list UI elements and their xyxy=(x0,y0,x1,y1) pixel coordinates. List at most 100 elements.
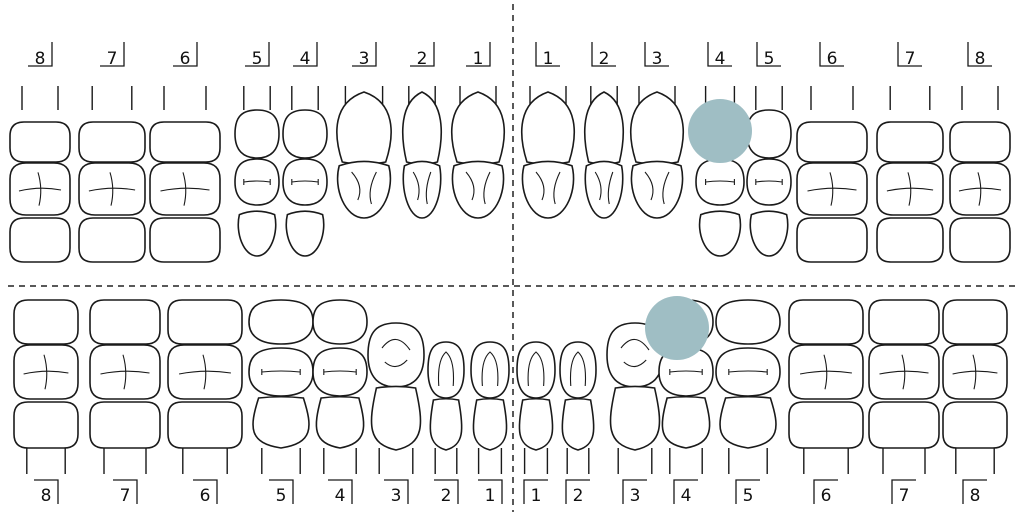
tooth-root xyxy=(669,448,703,474)
lower-tooth-right-7[interactable] xyxy=(89,299,161,474)
tooth-lingual-view xyxy=(698,210,742,257)
tooth-occlusal-view xyxy=(149,162,221,216)
tooth-incisal-view xyxy=(559,341,597,399)
label-bracket xyxy=(644,42,669,67)
tooth-buccal-view xyxy=(149,121,221,163)
tooth-number: 5 xyxy=(252,49,263,69)
tooth-ridge xyxy=(644,171,670,205)
tooth-root xyxy=(182,448,228,474)
upper-label-right-1: 1 xyxy=(466,42,491,69)
upper-tooth-left-6[interactable] xyxy=(796,86,868,263)
tooth-incisal-view xyxy=(427,341,465,399)
tooth-root xyxy=(103,448,147,474)
tooth-buccal-view xyxy=(868,401,940,449)
tooth-root xyxy=(291,86,319,110)
lower-tooth-right-6[interactable] xyxy=(167,299,243,474)
upper-tooth-left-7[interactable] xyxy=(876,86,944,263)
tooth-lingual-view xyxy=(9,217,71,263)
tooth-number: 6 xyxy=(827,49,838,69)
tooth-occlusal-view xyxy=(746,158,792,206)
lower-tooth-right-3[interactable] xyxy=(367,322,425,474)
tooth-lingual-view xyxy=(949,217,1011,263)
tooth-lingual-view xyxy=(942,299,1008,345)
tooth-number: 1 xyxy=(473,49,484,69)
tooth-number: 2 xyxy=(417,49,428,69)
upper-label-right-3: 3 xyxy=(352,42,377,69)
upper-tooth-right-5[interactable] xyxy=(234,86,280,257)
upper-tooth-right-1[interactable] xyxy=(451,86,505,219)
tooth-labial-view xyxy=(472,397,508,451)
upper-tooth-left-5[interactable] xyxy=(746,86,792,257)
teeth-layer xyxy=(9,86,1011,474)
upper-tooth-left-3[interactable] xyxy=(630,86,684,219)
upper-tooth-right-4[interactable] xyxy=(282,86,328,257)
lower-tooth-right-5[interactable] xyxy=(248,299,314,474)
upper-tooth-right-2[interactable] xyxy=(402,86,442,219)
lower-tooth-right-4[interactable] xyxy=(312,299,368,474)
label-bracket xyxy=(410,42,435,67)
lower-label-right-2: 2 xyxy=(434,479,459,506)
upper-tooth-left-8[interactable] xyxy=(949,86,1011,263)
tooth-number: 5 xyxy=(276,486,287,506)
tooth-buccal-view xyxy=(78,121,146,163)
label-bracket xyxy=(565,479,590,504)
upper-tooth-left-2[interactable] xyxy=(584,86,624,219)
tooth-incisal-view xyxy=(584,160,624,219)
label-bracket xyxy=(967,42,992,67)
tooth-incisal-view xyxy=(336,160,392,219)
tooth-number: 3 xyxy=(359,49,370,69)
tooth-lingual-view xyxy=(237,210,277,257)
upper-tooth-right-8[interactable] xyxy=(9,86,71,263)
lower-tooth-right-1[interactable] xyxy=(470,341,510,474)
upper-tooth-left-1[interactable] xyxy=(521,86,575,219)
tooth-incisal-view xyxy=(451,160,505,219)
upper-tooth-right-3[interactable] xyxy=(336,86,392,219)
tooth-number: 1 xyxy=(543,49,554,69)
lower-label-left-1: 1 xyxy=(523,479,548,506)
tooth-incisal-view xyxy=(470,341,510,399)
label-bracket xyxy=(113,479,138,504)
tooth-occlusal-view xyxy=(715,347,781,397)
tooth-ridge xyxy=(569,351,587,387)
tooth-number: 3 xyxy=(391,486,402,506)
tooth-occlusal-view xyxy=(312,347,368,397)
label-bracket xyxy=(535,42,560,67)
lower-tooth-marker-3[interactable] xyxy=(645,296,709,360)
lower-tooth-right-2[interactable] xyxy=(427,341,465,474)
tooth-labial-view xyxy=(370,385,422,451)
tooth-number: 7 xyxy=(899,486,910,506)
tooth-number: 5 xyxy=(764,49,775,69)
lower-tooth-left-6[interactable] xyxy=(788,299,864,474)
tooth-lingual-view xyxy=(248,299,314,345)
tooth-number: 4 xyxy=(681,486,692,506)
upper-label-left-5: 5 xyxy=(756,42,781,69)
tooth-buccal-view xyxy=(89,401,161,449)
lower-tooth-left-5[interactable] xyxy=(715,299,781,474)
tooth-number: 8 xyxy=(41,486,52,506)
lower-tooth-left-1[interactable] xyxy=(516,341,556,474)
tooth-buccal-view xyxy=(167,401,243,449)
upper-label-right-6: 6 xyxy=(173,42,198,69)
lower-tooth-right-8[interactable] xyxy=(13,299,79,474)
tooth-buccal-view xyxy=(796,121,868,163)
upper-tooth-marker-4[interactable] xyxy=(688,99,752,163)
lower-tooth-left-7[interactable] xyxy=(868,299,940,474)
tooth-occlusal-view xyxy=(248,347,314,397)
tooth-root xyxy=(91,86,133,110)
upper-label-left-4: 4 xyxy=(707,42,732,69)
lower-label-left-6: 6 xyxy=(813,479,838,506)
marker-layer xyxy=(645,99,752,360)
tooth-lingual-view xyxy=(89,299,161,345)
upper-tooth-right-7[interactable] xyxy=(78,86,146,263)
tooth-root xyxy=(163,86,207,110)
lower-label-right-3: 3 xyxy=(384,479,409,506)
tooth-lingual-view xyxy=(876,217,944,263)
upper-tooth-right-6[interactable] xyxy=(149,86,221,263)
lower-tooth-left-2[interactable] xyxy=(559,341,597,474)
tooth-buccal-view xyxy=(315,395,365,449)
lower-tooth-left-8[interactable] xyxy=(942,299,1008,474)
tooth-root xyxy=(803,448,849,474)
tooth-root xyxy=(755,86,783,110)
tooth-ridge xyxy=(527,351,545,387)
